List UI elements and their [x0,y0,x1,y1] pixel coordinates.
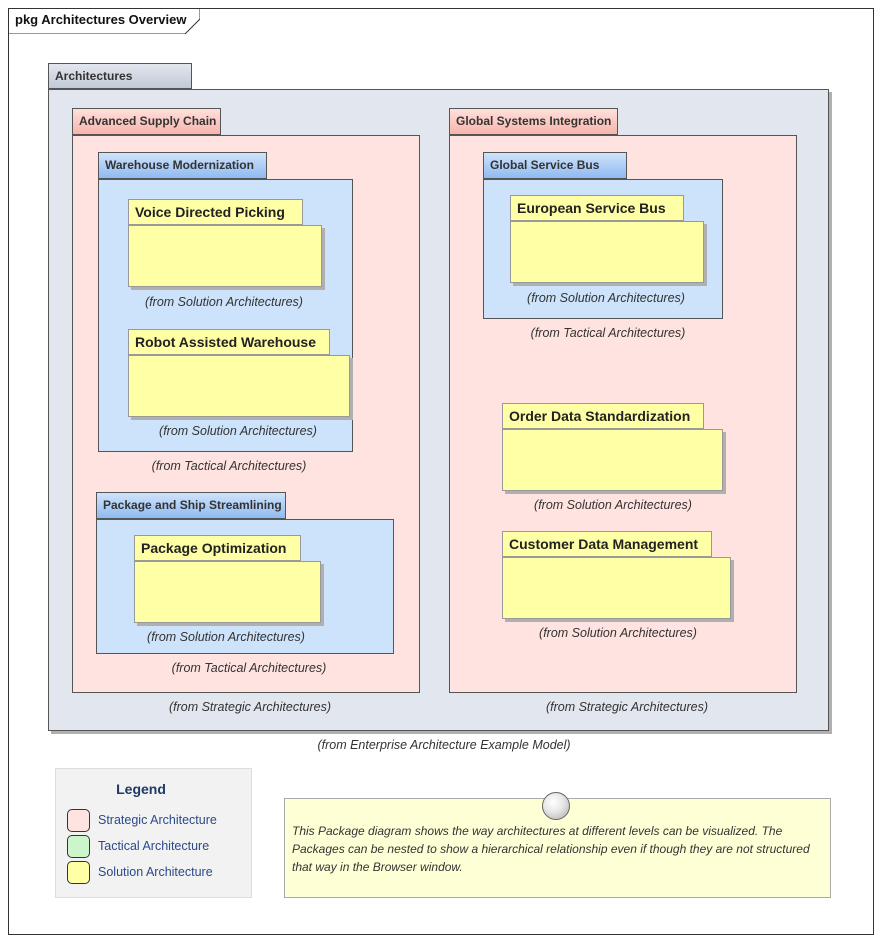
package-label: Warehouse Modernization [105,158,254,172]
package-origin: (from Solution Architectures) [539,626,697,640]
frame-tab [8,8,200,34]
package-label: Voice Directed Picking [135,204,285,220]
package-origin: (from Tactical Architectures) [530,326,686,340]
legend-swatch-tactical [67,835,90,858]
package-order-data-standardization[interactable] [502,429,723,491]
package-voice-directed-picking[interactable] [128,225,322,287]
package-tab-european-service-bus[interactable]: European Service Bus [510,195,684,221]
legend-swatch-solution [67,861,90,884]
package-tab-package-and-ship-streamlining[interactable]: Package and Ship Streamlining [96,492,286,519]
package-tab-warehouse-modernization[interactable]: Warehouse Modernization [98,152,267,179]
legend-title: Legend [116,781,166,797]
package-label: Package Optimization [141,540,287,556]
frame-title: pkg Architectures Overview [15,12,187,27]
package-tab-global-service-bus[interactable]: Global Service Bus [483,152,627,179]
package-tab-robot-assisted-warehouse[interactable]: Robot Assisted Warehouse [128,329,330,355]
package-origin: (from Strategic Architectures) [545,700,709,714]
package-label: European Service Bus [517,200,666,216]
package-label: Order Data Standardization [509,408,691,424]
legend-label-tactical: Tactical Architecture [98,839,210,853]
package-label: Customer Data Management [509,536,699,552]
package-tab-architectures[interactable]: Architectures [48,63,192,89]
package-tab-voice-directed-picking[interactable]: Voice Directed Picking [128,199,303,225]
package-label: Package and Ship Streamlining [103,498,282,512]
package-origin: (from Enterprise Architecture Example Mo… [317,738,571,752]
legend-label-strategic: Strategic Architecture [98,813,217,827]
package-robot-assisted-warehouse[interactable] [128,355,350,417]
package-origin: (from Tactical Architectures) [171,661,327,675]
package-european-service-bus[interactable] [510,221,704,283]
package-origin: (from Solution Architectures) [527,291,685,305]
package-tab-advanced-supply-chain[interactable]: Advanced Supply Chain [72,108,221,135]
package-label: Robot Assisted Warehouse [135,334,316,350]
package-origin: (from Solution Architectures) [534,498,692,512]
package-origin: (from Solution Architectures) [145,295,303,309]
legend-swatch-strategic [67,809,90,832]
package-customer-data-management[interactable] [502,557,731,619]
package-label: Architectures [55,69,133,83]
package-tab-global-systems-integration[interactable]: Global Systems Integration [449,108,618,135]
package-origin: (from Solution Architectures) [147,630,305,644]
package-label: Global Service Bus [490,158,600,172]
note-text: This Package diagram shows the way archi… [292,824,810,874]
package-tab-package-optimization[interactable]: Package Optimization [134,535,301,561]
package-origin: (from Strategic Architectures) [168,700,332,714]
package-label: Global Systems Integration [456,114,612,128]
package-tab-customer-data-management[interactable]: Customer Data Management [502,531,712,557]
legend-label-solution: Solution Architecture [98,865,213,879]
package-origin: (from Solution Architectures) [159,424,317,438]
package-package-optimization[interactable] [134,561,321,623]
package-tab-order-data-standardization[interactable]: Order Data Standardization [502,403,704,429]
package-label: Advanced Supply Chain [79,114,217,128]
package-origin: (from Tactical Architectures) [151,459,307,473]
note-pin-icon [542,792,570,820]
